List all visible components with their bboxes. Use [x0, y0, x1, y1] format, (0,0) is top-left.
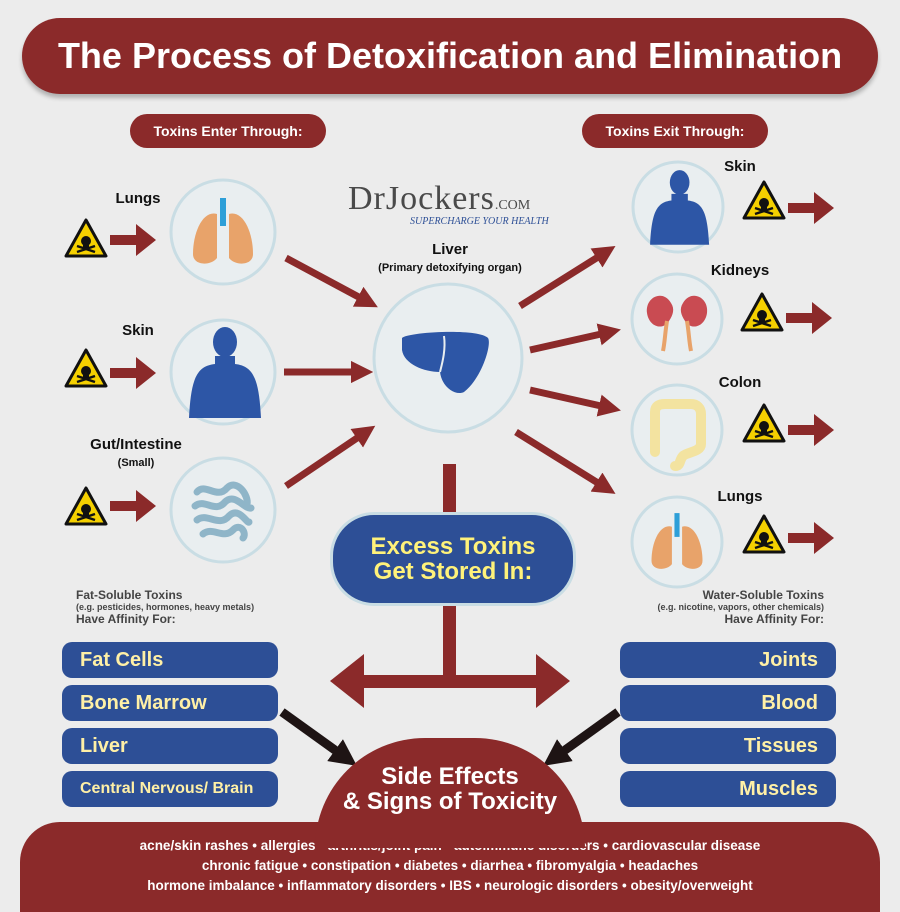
warning-icon	[64, 486, 108, 526]
colon-icon	[650, 399, 706, 471]
exit-label-colon: Colon	[718, 374, 762, 391]
symptoms-line: hormone imbalance • inflammatory disorde…	[147, 878, 753, 893]
entry-label-lungs: Lungs	[115, 190, 161, 207]
exit-arrow	[529, 386, 621, 417]
entry-label-skin: Skin	[122, 322, 154, 339]
double-arrow	[330, 654, 570, 708]
exit-circle-lungs	[630, 495, 724, 589]
exit-label-lungs: Lungs	[717, 488, 763, 505]
lungs-icon	[193, 198, 253, 264]
exit-arrow	[788, 414, 834, 446]
fat-storage-liver: Liver	[62, 728, 278, 764]
water-soluble-title: Water-Soluble Toxins	[702, 588, 824, 602]
water-storage-muscles: Muscles	[620, 771, 836, 807]
intestine-icon	[191, 481, 255, 542]
water-soluble-examples: (e.g. nicotine, vapors, other chemicals)	[657, 602, 824, 612]
exit-label-skin: Skin	[724, 158, 756, 175]
water-soluble-affinity: Have Affinity For:	[724, 612, 824, 626]
logo-domain: .COM	[494, 198, 531, 213]
entry-sublabel-gut: (Small)	[117, 457, 155, 469]
liver-sublabel: (Primary detoxifying organ)	[378, 262, 522, 274]
drjockers-logo: DrJockers.COM SUPERCHARGE YOUR HEALTH	[348, 180, 558, 227]
entry-arrow	[110, 490, 156, 522]
exit-arrow	[518, 246, 616, 309]
exit-circle-kidneys	[630, 272, 724, 366]
side-effects-arrow	[543, 708, 621, 766]
fat-storage-cns-brain: Central Nervous/ Brain	[62, 771, 278, 807]
entry-arrow	[284, 254, 378, 308]
water-storage-tissues: Tissues	[620, 728, 836, 764]
human-body-icon	[189, 327, 261, 418]
entry-circle-lungs	[169, 178, 277, 286]
fat-storage-fat-cells: Fat Cells	[62, 642, 278, 678]
symptoms-line: chronic fatigue • constipation • diabete…	[201, 858, 699, 873]
warning-icon	[742, 514, 786, 554]
side-effects-line1: Side Effects	[381, 763, 519, 790]
logo-brand: DrJockers	[348, 180, 495, 217]
toxins-exit-header: Toxins Exit Through:	[582, 114, 768, 148]
exit-arrow	[788, 522, 834, 554]
exit-arrow	[514, 429, 616, 494]
exit-label-kidneys: Kidneys	[710, 262, 770, 279]
fat-soluble-examples: (e.g. pesticides, hormones, heavy metals…	[76, 602, 255, 612]
exit-arrow	[786, 302, 832, 334]
water-storage-blood: Blood	[620, 685, 836, 721]
water-storage-joints: Joints	[620, 642, 836, 678]
entry-arrow	[110, 357, 156, 389]
fat-soluble-title: Fat-Soluble Toxins	[76, 588, 183, 602]
exit-arrow	[529, 323, 621, 354]
human-body-icon	[650, 170, 710, 245]
excess-toxins-bubble: Excess Toxins Get Stored In:	[330, 512, 576, 606]
excess-line2: Get Stored In:	[373, 558, 533, 585]
warning-icon	[64, 218, 108, 258]
entry-label-gut: Gut/Intestine	[90, 436, 182, 453]
warning-icon	[742, 403, 786, 443]
liver-icon	[402, 331, 489, 394]
entry-arrow	[110, 224, 156, 256]
liver-label: Liver	[432, 241, 468, 258]
warning-icon	[64, 348, 108, 388]
lungs-icon	[651, 513, 703, 569]
kidneys-icon	[646, 295, 708, 352]
side-effects-arrow	[279, 708, 357, 766]
side-effects-line2: & Signs of Toxicity	[342, 788, 558, 816]
excess-line1: Excess Toxins	[370, 532, 536, 560]
warning-icon	[742, 180, 786, 220]
entry-arrow	[284, 425, 376, 489]
toxins-enter-header: Toxins Enter Through:	[130, 114, 326, 148]
entry-circle-gut	[169, 456, 277, 564]
fat-soluble-block: Fat-Soluble Toxins (e.g. pesticides, hor…	[76, 588, 296, 626]
water-soluble-block: Water-Soluble Toxins (e.g. nicotine, vap…	[616, 588, 824, 626]
fat-soluble-affinity: Have Affinity For:	[76, 612, 176, 626]
exit-arrow	[788, 192, 834, 224]
fat-storage-bone-marrow: Bone Marrow	[62, 685, 278, 721]
logo-tagline: SUPERCHARGE YOUR HEALTH	[410, 216, 549, 227]
page-title: The Process of Detoxification and Elimin…	[22, 18, 878, 94]
warning-icon	[740, 292, 784, 332]
